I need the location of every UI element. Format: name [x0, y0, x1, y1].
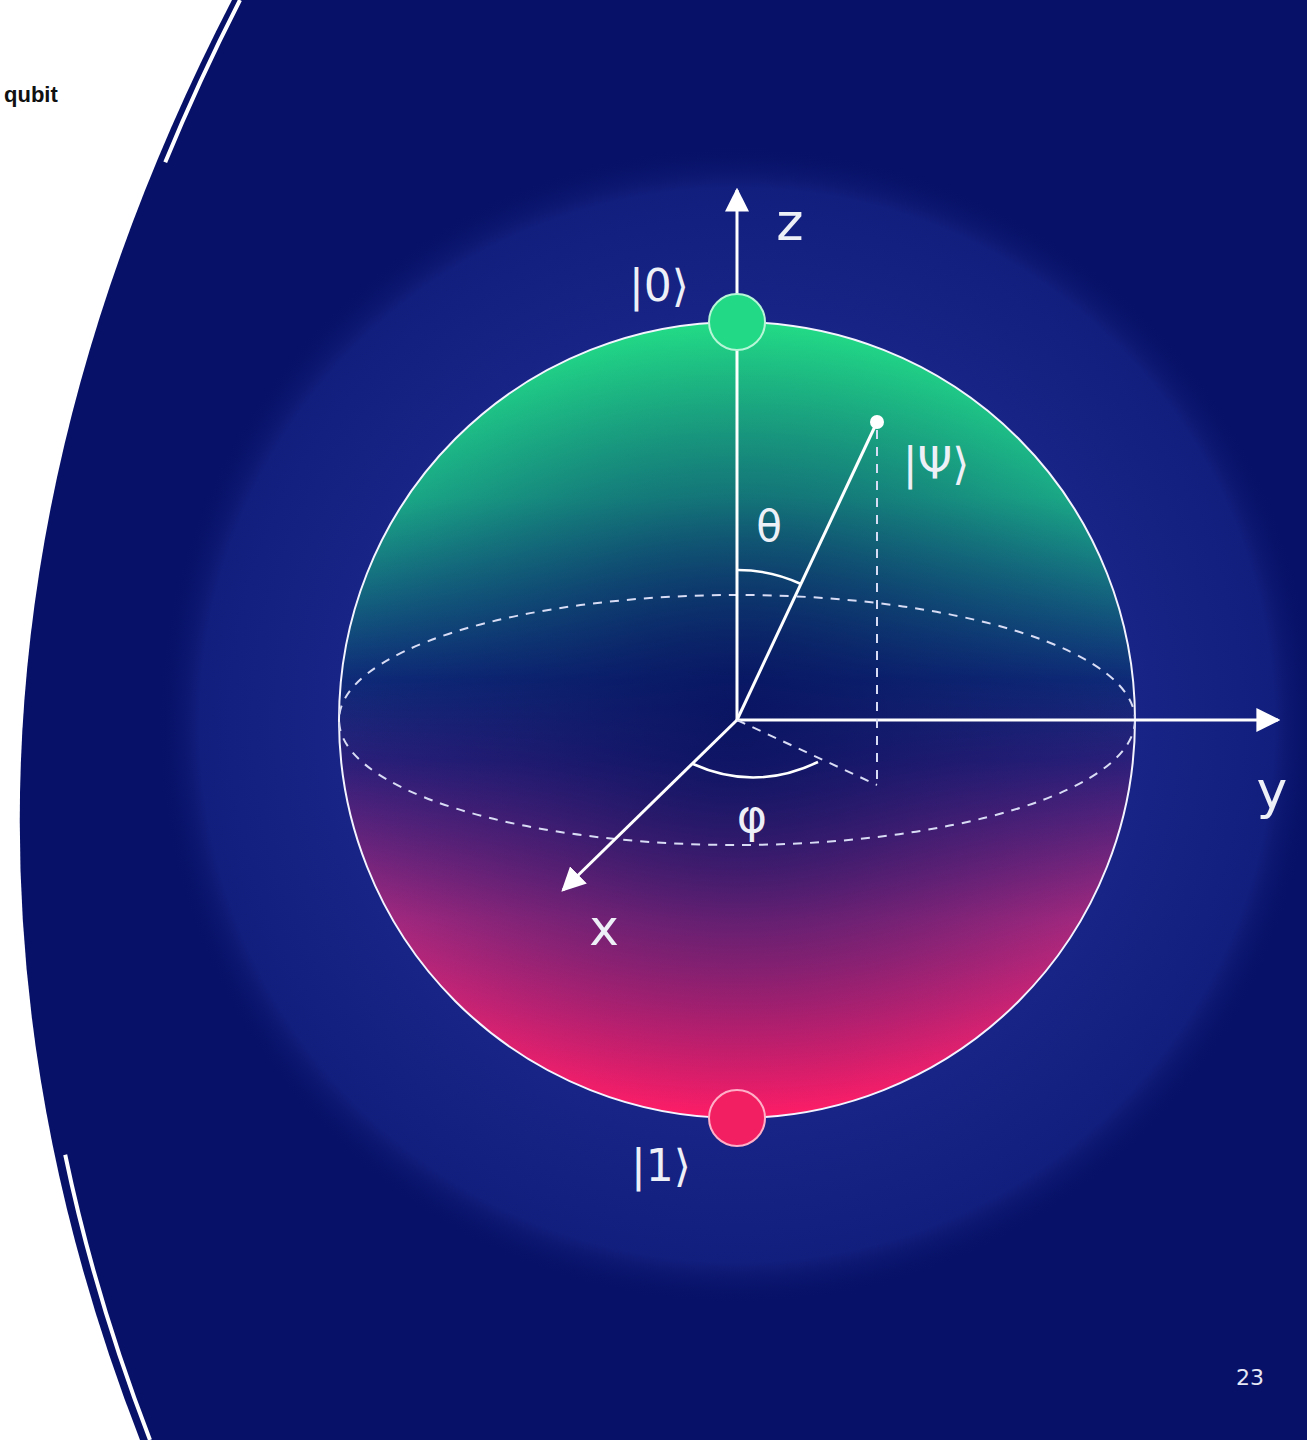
- angle-label: φ: [737, 793, 767, 839]
- phi-arc: [693, 762, 818, 778]
- theta-arc: [737, 570, 801, 584]
- x-axis: [563, 720, 737, 890]
- angle-label: θ: [756, 506, 782, 548]
- slide-title: qubit: [4, 84, 58, 106]
- state-label: |1⟩: [631, 1144, 691, 1188]
- ket1-dot: [709, 1090, 765, 1146]
- state-vector: [737, 422, 877, 720]
- axis-label: z: [776, 196, 803, 248]
- y-axis: [737, 719, 1278, 722]
- axis-label: x: [589, 903, 619, 953]
- page-number: 23: [1236, 1367, 1264, 1389]
- projection-equatorial: [737, 720, 877, 785]
- z-axis: [736, 190, 739, 720]
- axis-label: y: [1257, 764, 1288, 816]
- state-label: |Ψ⟩: [903, 442, 970, 486]
- projection-vertical: [876, 430, 878, 785]
- state-point: [870, 415, 884, 429]
- sphere-halo: [159, 147, 1307, 1303]
- state-label: |0⟩: [629, 264, 689, 308]
- ket0-dot: [709, 294, 765, 350]
